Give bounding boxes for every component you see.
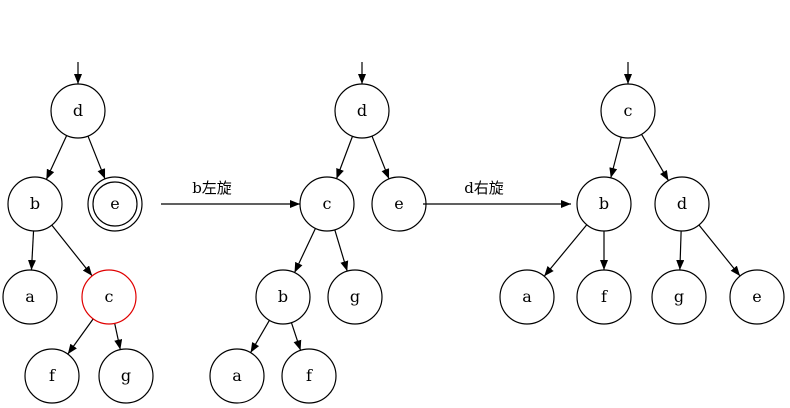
tree1-edge-d-e bbox=[87, 135, 106, 180]
tree3-node-e-label: e bbox=[752, 287, 761, 306]
tree3-node-b-circle bbox=[576, 176, 632, 232]
tree3-edge-b-a bbox=[543, 224, 588, 277]
tree3-edge-c-d bbox=[641, 134, 669, 181]
tree2-node-b: b bbox=[255, 269, 311, 325]
tree3-node-e: e bbox=[729, 269, 785, 325]
tree1-node-g-label: g bbox=[121, 366, 131, 385]
tree2-edge-c-b bbox=[294, 228, 316, 273]
tree3-node-c-circle bbox=[600, 83, 656, 139]
tree2-node-a: a bbox=[209, 348, 265, 404]
tree1-edge-b-c bbox=[51, 224, 93, 277]
tree1-node-a-circle bbox=[2, 269, 58, 325]
tree3-node-b: b bbox=[576, 176, 632, 232]
tree2-node-c: c bbox=[299, 176, 355, 232]
tree1-edge-d-b bbox=[45, 135, 68, 180]
tree3-node-f-circle bbox=[576, 269, 632, 325]
tree1-edge-c-f bbox=[67, 318, 94, 355]
tree1-edge-b-a bbox=[27, 230, 36, 271]
tree1-node-c: c bbox=[81, 269, 137, 325]
tree3-node-f: f bbox=[576, 269, 632, 325]
tree1-node-e: e bbox=[87, 176, 143, 232]
tree1-edge-c-g bbox=[114, 323, 123, 350]
tree1-node-d-label: d bbox=[73, 101, 83, 120]
tree1-node-c-circle bbox=[81, 269, 137, 325]
tree1-node-a: a bbox=[2, 269, 58, 325]
tree3-node-g-circle bbox=[651, 269, 707, 325]
tree2-node-e-label: e bbox=[394, 194, 403, 213]
tree1-node-g-circle bbox=[98, 348, 154, 404]
tree3-node-g-label: g bbox=[674, 287, 684, 306]
tree3-edge-c-b bbox=[609, 136, 622, 179]
tree1-node-f: f bbox=[24, 348, 80, 404]
tree3-node-a-label: a bbox=[522, 287, 532, 306]
tree1-node-d: d bbox=[50, 83, 106, 139]
tree3-node-a: a bbox=[499, 269, 555, 325]
tree2-edge-d-e bbox=[371, 135, 390, 180]
tree3-node-d: d bbox=[654, 176, 710, 232]
tree3-node-b-label: b bbox=[599, 194, 609, 213]
tree2-node-f: f bbox=[281, 348, 337, 404]
tree1-node-e-label: e bbox=[110, 194, 119, 213]
rotate-left-label: b左旋 bbox=[192, 179, 232, 197]
tree2-edge-b-f bbox=[290, 322, 302, 351]
tree2-node-d-circle bbox=[334, 83, 390, 139]
tree1-node-f-circle bbox=[24, 348, 80, 404]
tree3-node-c-label: c bbox=[624, 101, 633, 120]
tree2-node-e: e bbox=[371, 176, 427, 232]
tree1-node-e-circle bbox=[87, 176, 143, 232]
tree2-edge-c-g bbox=[334, 229, 349, 272]
rotate-right-label: d右旋 bbox=[464, 179, 504, 197]
tree2-node-c-label: c bbox=[323, 194, 332, 213]
tree3-node-d-label: d bbox=[677, 194, 687, 213]
tree2-node-a-label: a bbox=[232, 366, 242, 385]
tree2-edge-d-c bbox=[335, 136, 354, 179]
tree2-node-g: g bbox=[327, 269, 383, 325]
tree3-node-a-circle bbox=[499, 269, 555, 325]
tree1-node-e-inner-circle bbox=[92, 181, 138, 227]
tree1-node-d-circle bbox=[50, 83, 106, 139]
tree2-node-b-circle bbox=[255, 269, 311, 325]
tree2-node-f-circle bbox=[281, 348, 337, 404]
tree3-node-e-circle bbox=[729, 269, 785, 325]
tree2-node-f-label: f bbox=[306, 366, 313, 385]
tree3-edge-d-g bbox=[676, 230, 685, 271]
tree1-node-b-circle bbox=[7, 176, 63, 232]
tree3-node-c: c bbox=[600, 83, 656, 139]
tree2-edge-b-a bbox=[250, 320, 270, 353]
tree2-node-d: d bbox=[334, 83, 390, 139]
tree2-node-a-circle bbox=[209, 348, 265, 404]
tree1-node-b-label: b bbox=[30, 194, 40, 213]
tree3-node-g: g bbox=[651, 269, 707, 325]
tree1-node-g: g bbox=[98, 348, 154, 404]
tree1-node-b: b bbox=[7, 176, 63, 232]
tree1-node-a-label: a bbox=[25, 287, 35, 306]
tree1-node-c-label: c bbox=[105, 287, 114, 306]
tree1-node-f-label: f bbox=[49, 366, 56, 385]
tree2-node-g-label: g bbox=[350, 287, 360, 306]
tree2-node-d-label: d bbox=[357, 101, 367, 120]
tree3-node-d-circle bbox=[654, 176, 710, 232]
tree2-node-g-circle bbox=[327, 269, 383, 325]
tree3-node-f-label: f bbox=[601, 287, 608, 306]
tree3-edge-d-e bbox=[698, 224, 741, 277]
tree2-node-b-label: b bbox=[278, 287, 288, 306]
